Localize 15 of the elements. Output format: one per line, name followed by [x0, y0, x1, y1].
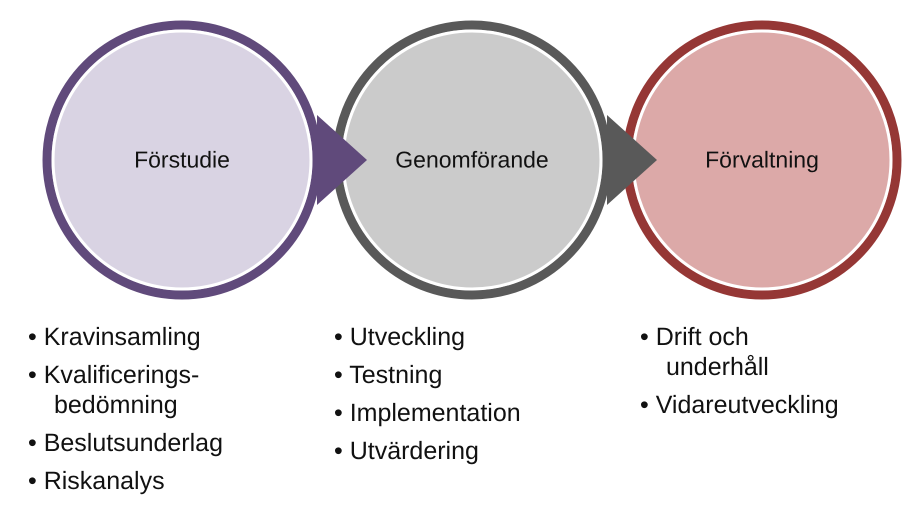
bullet-item: • Utvärdering — [334, 436, 480, 466]
stage-title: Förstudie — [134, 146, 230, 172]
chevron-arrow — [317, 115, 367, 205]
bullet-item: • Vidareutveckling — [640, 390, 840, 420]
bullet-item: • Implementation — [334, 398, 522, 428]
bullet-item: • Utveckling — [334, 322, 466, 352]
bullet-item: • Testning — [334, 360, 444, 390]
stage-title: Förvaltning — [705, 146, 819, 172]
stage-title: Genomförande — [395, 146, 549, 172]
bullet-item: • Kravinsamling — [28, 322, 202, 352]
bullet-item: • Riskanalys — [28, 466, 166, 496]
bullet-item: • Kvalificerings-bedömning — [28, 360, 200, 420]
bullet-item: • Beslutsunderlag — [28, 428, 224, 458]
bullet-item: • Drift och underhåll — [640, 322, 770, 382]
chevron-arrow — [607, 115, 657, 205]
